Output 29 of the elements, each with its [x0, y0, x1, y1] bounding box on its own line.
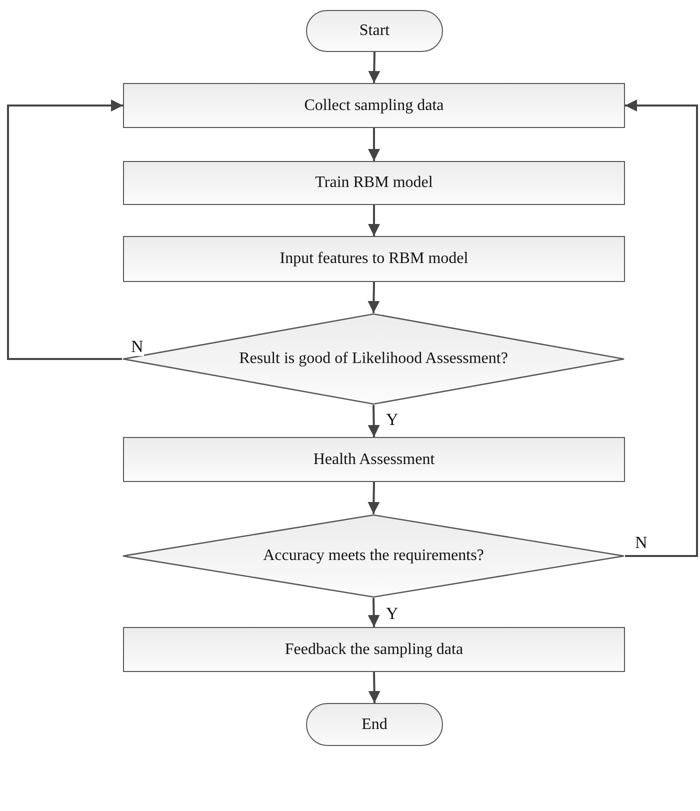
arrow [368, 598, 380, 628]
node-text: Train RBM model [315, 174, 433, 192]
arrow [368, 205, 380, 236]
arrow [368, 482, 380, 514]
arrow [368, 404, 380, 438]
node-text: Feedback the sampling data [284, 640, 464, 658]
edge-label: N [130, 338, 144, 356]
node-text: Health Assessment [313, 450, 435, 468]
decision-diamond [122, 313, 625, 405]
process-box [123, 83, 625, 128]
arrow [625, 100, 698, 557]
process-box [123, 627, 625, 672]
node-text: Collect sampling data [304, 96, 444, 114]
node-text: End [362, 716, 388, 734]
arrow [7, 100, 123, 360]
terminal-box [306, 10, 443, 52]
process-box [123, 236, 625, 282]
arrow [368, 282, 380, 314]
node-text: Start [359, 22, 390, 40]
process-box [123, 437, 625, 482]
arrow [368, 128, 380, 161]
node-text: Accuracy meets the requirements? [263, 547, 484, 565]
arrow [368, 52, 380, 84]
process-box [123, 161, 625, 205]
node-text: Result is good of Likelihood Assessment? [239, 350, 508, 368]
decision-diamond [122, 514, 625, 598]
terminal-box [306, 703, 443, 746]
node-text: Input features to RBM model [280, 250, 468, 268]
arrow [368, 672, 380, 704]
